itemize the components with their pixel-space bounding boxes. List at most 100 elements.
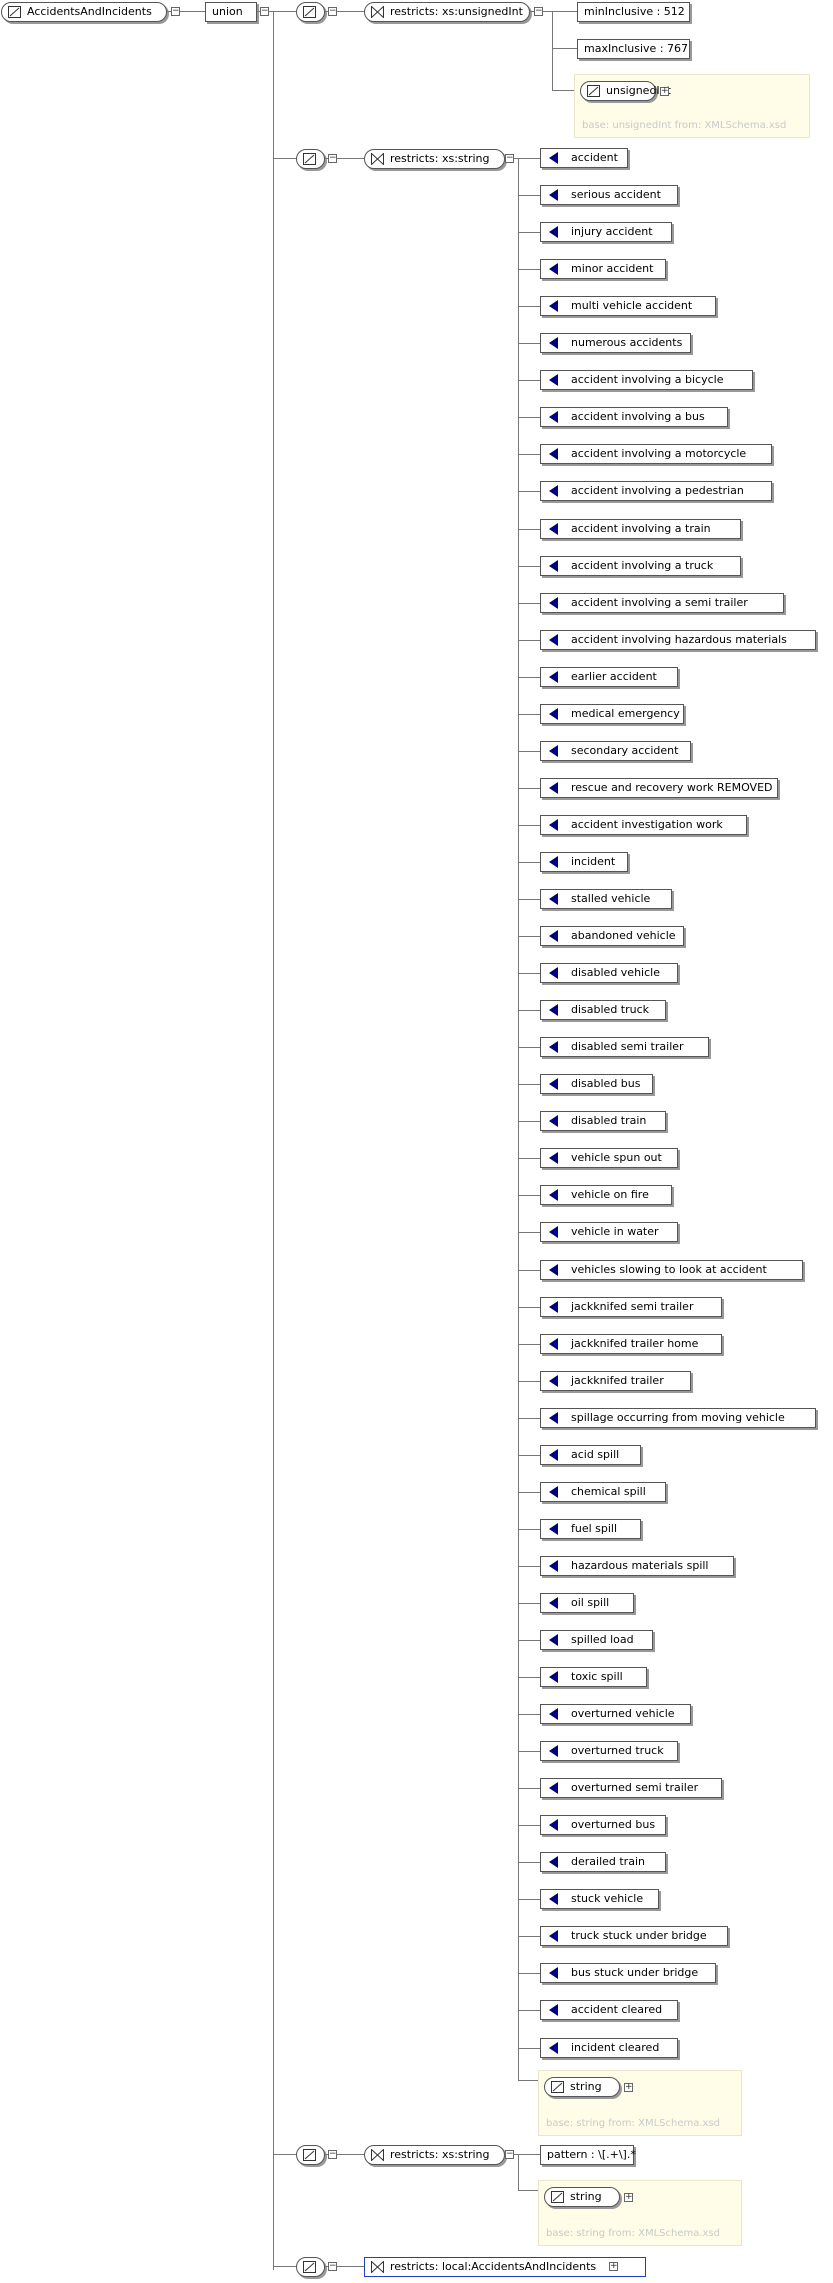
union-node[interactable]: union: [205, 2, 257, 22]
enumeration-item[interactable]: injury accident: [540, 222, 672, 242]
enumeration-item[interactable]: multi vehicle accident: [540, 296, 716, 316]
enumeration-item[interactable]: secondary accident: [540, 741, 691, 761]
connector-line: [273, 158, 296, 159]
enumeration-item[interactable]: accident involving a truck: [540, 556, 741, 576]
connector-line: [337, 11, 364, 12]
collapse-toggle-icon[interactable]: −: [534, 6, 543, 16]
collapse-toggle-icon[interactable]: −: [505, 153, 514, 163]
enumeration-item[interactable]: overturned bus: [540, 1815, 666, 1835]
enumeration-item[interactable]: jackknifed trailer: [540, 1371, 691, 1391]
restriction-unsignedint[interactable]: restricts: xs:unsignedInt: [364, 2, 530, 22]
restriction-string[interactable]: restricts: xs:string: [364, 149, 505, 169]
base-type-node[interactable]: string: [544, 2077, 620, 2097]
enumeration-item[interactable]: minor accident: [540, 259, 666, 279]
enumeration-item[interactable]: accident involving hazardous materials: [540, 630, 816, 650]
connector-line: [518, 788, 540, 789]
enumeration-item[interactable]: spillage occurring from moving vehicle: [540, 1408, 816, 1428]
enumeration-item[interactable]: jackknifed semi trailer: [540, 1297, 722, 1317]
enumeration-item[interactable]: disabled truck: [540, 1000, 666, 1020]
connector-line: [337, 158, 364, 159]
enumeration-item[interactable]: accident involving a bicycle: [540, 370, 753, 390]
enumeration-item[interactable]: chemical spill: [540, 1482, 666, 1502]
enumeration-item[interactable]: disabled train: [540, 1111, 666, 1131]
enumeration-item[interactable]: earlier accident: [540, 667, 678, 687]
enumeration-item[interactable]: serious accident: [540, 185, 678, 205]
collapse-toggle-icon[interactable]: −: [260, 6, 269, 16]
enumeration-item[interactable]: accident cleared: [540, 2000, 678, 2020]
expand-toggle-icon[interactable]: +: [624, 2192, 633, 2202]
member-simple-type-3[interactable]: [296, 2145, 325, 2165]
enumeration-item[interactable]: abandoned vehicle: [540, 926, 684, 946]
enumeration-item[interactable]: hazardous materials spill: [540, 1556, 734, 1576]
enumeration-item[interactable]: disabled vehicle: [540, 963, 678, 983]
enumeration-item[interactable]: vehicle on fire: [540, 1185, 672, 1205]
enumeration-item[interactable]: overturned vehicle: [540, 1704, 691, 1724]
enumeration-item[interactable]: medical emergency: [540, 704, 684, 724]
collapse-toggle-icon[interactable]: −: [171, 6, 180, 16]
enumeration-item[interactable]: oil spill: [540, 1593, 634, 1613]
enumeration-item[interactable]: incident: [540, 852, 628, 872]
enumeration-icon: [549, 1634, 558, 1646]
enumeration-item[interactable]: disabled semi trailer: [540, 1037, 709, 1057]
expand-toggle-icon[interactable]: +: [609, 2261, 618, 2271]
connector-line: [518, 491, 540, 492]
enumeration-item[interactable]: accident involving a bus: [540, 407, 728, 427]
enumeration-item[interactable]: accident involving a motorcycle: [540, 444, 772, 464]
collapse-toggle-icon[interactable]: −: [328, 2261, 337, 2271]
connector-line: [518, 1862, 540, 1863]
member-simple-type-4[interactable]: [296, 2257, 325, 2277]
restriction-local-type[interactable]: restricts: local:AccidentsAndIncidents: [364, 2257, 646, 2277]
enumeration-label: injury accident: [571, 225, 653, 238]
base-type-node[interactable]: unsignedInt: [580, 81, 671, 101]
member-simple-type-1[interactable]: [296, 2, 325, 22]
enumeration-item[interactable]: accident involving a semi trailer: [540, 593, 784, 613]
base-type-node[interactable]: string: [544, 2187, 620, 2207]
enumeration-item[interactable]: stalled vehicle: [540, 889, 672, 909]
enumeration-item[interactable]: accident: [540, 148, 628, 168]
enumeration-item[interactable]: acid spill: [540, 1445, 641, 1465]
enumeration-item[interactable]: accident investigation work: [540, 815, 747, 835]
simple-type-icon: [551, 2191, 564, 2203]
restriction-string-label: restricts: xs:string: [390, 152, 490, 165]
enumeration-label: accident involving a train: [571, 522, 711, 535]
facet-min-inclusive[interactable]: minInclusive : 512: [577, 2, 690, 22]
collapse-toggle-icon[interactable]: −: [505, 2149, 514, 2159]
member-simple-type-2[interactable]: [296, 149, 325, 169]
enumeration-item[interactable]: derailed train: [540, 1852, 666, 1872]
enumeration-icon: [549, 1819, 558, 1831]
enumeration-item[interactable]: vehicle in water: [540, 1222, 678, 1242]
enumeration-item[interactable]: jackknifed trailer home: [540, 1334, 722, 1354]
root-simple-type[interactable]: AccidentsAndIncidents: [1, 2, 167, 22]
enumeration-item[interactable]: accident involving a train: [540, 519, 741, 539]
enumeration-item[interactable]: stuck vehicle: [540, 1889, 659, 1909]
enumeration-item[interactable]: fuel spill: [540, 1519, 641, 1539]
restriction-string-pattern[interactable]: restricts: xs:string: [364, 2145, 505, 2165]
enumeration-item[interactable]: incident cleared: [540, 2038, 678, 2058]
enumeration-item[interactable]: numerous accidents: [540, 333, 691, 353]
enumeration-item[interactable]: rescue and recovery work REMOVED: [540, 778, 778, 798]
enumeration-item[interactable]: accident involving a pedestrian: [540, 481, 772, 501]
collapse-toggle-icon[interactable]: −: [328, 2149, 337, 2159]
enumeration-icon: [549, 1004, 558, 1016]
enumeration-item[interactable]: truck stuck under bridge: [540, 1926, 728, 1946]
enumeration-item[interactable]: overturned truck: [540, 1741, 678, 1761]
enumeration-item[interactable]: toxic spill: [540, 1667, 647, 1687]
facet-pattern[interactable]: pattern : \[.+\].*: [540, 2145, 636, 2165]
connector-line: [518, 1270, 540, 1271]
collapse-toggle-icon[interactable]: −: [328, 6, 337, 16]
enumeration-item[interactable]: spilled load: [540, 1630, 653, 1650]
enumeration-item[interactable]: overturned semi trailer: [540, 1778, 722, 1798]
collapse-toggle-icon[interactable]: −: [328, 153, 337, 163]
connector-line: [518, 269, 540, 270]
enumeration-item[interactable]: vehicle spun out: [540, 1148, 678, 1168]
expand-toggle-icon[interactable]: +: [624, 2082, 633, 2092]
enumeration-item[interactable]: disabled bus: [540, 1074, 653, 1094]
enumeration-item[interactable]: vehicles slowing to look at accident: [540, 1260, 803, 1280]
connector-line: [518, 417, 540, 418]
facet-max-inclusive[interactable]: maxInclusive : 767: [577, 39, 690, 59]
connector-line: [518, 862, 540, 863]
enumeration-item[interactable]: bus stuck under bridge: [540, 1963, 716, 1983]
enumeration-icon: [549, 1264, 558, 1276]
expand-toggle-icon[interactable]: +: [660, 86, 669, 96]
